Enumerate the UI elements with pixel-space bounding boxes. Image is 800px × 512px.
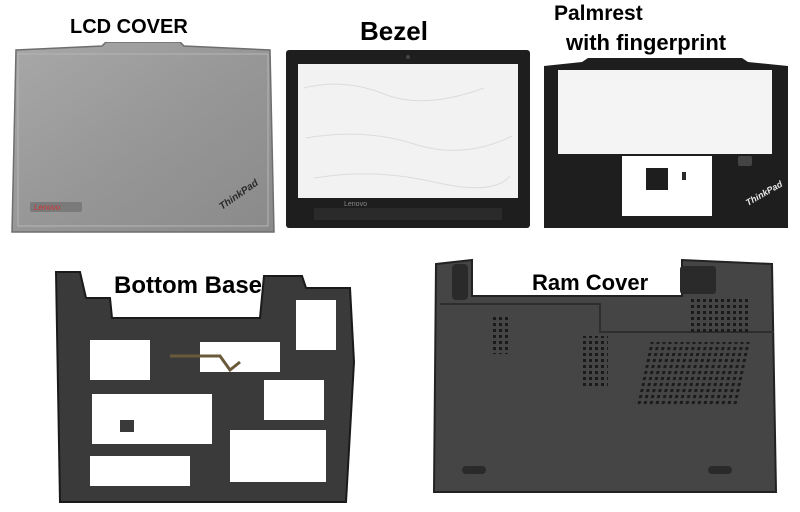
bezel-image: Lenovo (284, 48, 532, 230)
svg-text:Lenovo: Lenovo (34, 203, 61, 212)
ram-cover-label: Ram Cover (532, 270, 649, 295)
lcd-cover-label: LCD COVER (70, 16, 188, 38)
lenovo-badge: Lenovo (30, 202, 82, 212)
palmrest-image: ThinkPad (542, 56, 790, 230)
palmrest-label-line1: Palmrest (554, 2, 643, 25)
bezel-label: Bezel (360, 16, 428, 46)
palmrest-label-line2: with fingerprint (566, 30, 727, 55)
lcd-cover-image: Lenovo ThinkPad (10, 42, 276, 236)
bezel-lenovo-logo: Lenovo (344, 201, 367, 208)
bottom-base-label: Bottom Base (114, 272, 263, 299)
ram-cover-image (432, 256, 778, 496)
bottom-base-image (50, 270, 380, 506)
